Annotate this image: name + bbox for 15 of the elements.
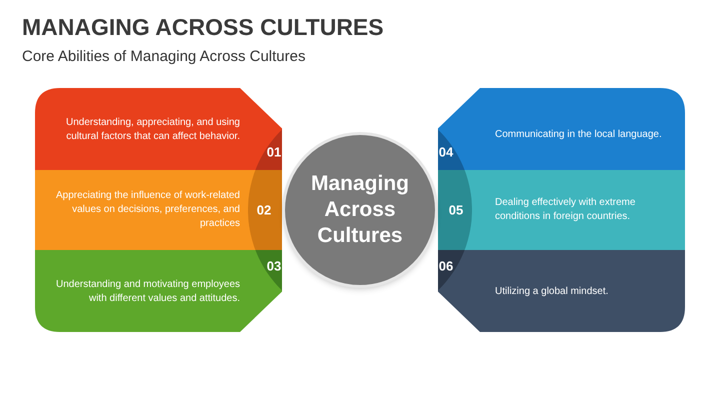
description-text: Dealing effectively with extreme conditions in foreign countries. [495,196,636,224]
center-title: Managing Across Cultures [310,171,410,249]
step-number: 01 [266,146,282,158]
description-text: Appreciating the influence of work-related values on decisions, preferences, and practices [55,189,240,231]
step-number: 04 [438,146,454,158]
description-text: Understanding, appreciating, and using cultural factors that can affect behavior. [64,116,240,144]
step-number: 02 [256,204,272,216]
step-number: 05 [448,204,464,216]
title: MANAGING ACROSS CULTURES [22,13,384,42]
step-number: 06 [438,260,454,272]
description-text: Utilizing a global mindset. [495,285,608,299]
description-text: Communicating in the local language. [495,128,662,142]
subtitle: Core Abilities of Managing Across Cultures [22,47,306,67]
description-text: Understanding and motivating employees with different values and attitudes. [55,278,240,306]
step-number: 03 [266,260,282,272]
